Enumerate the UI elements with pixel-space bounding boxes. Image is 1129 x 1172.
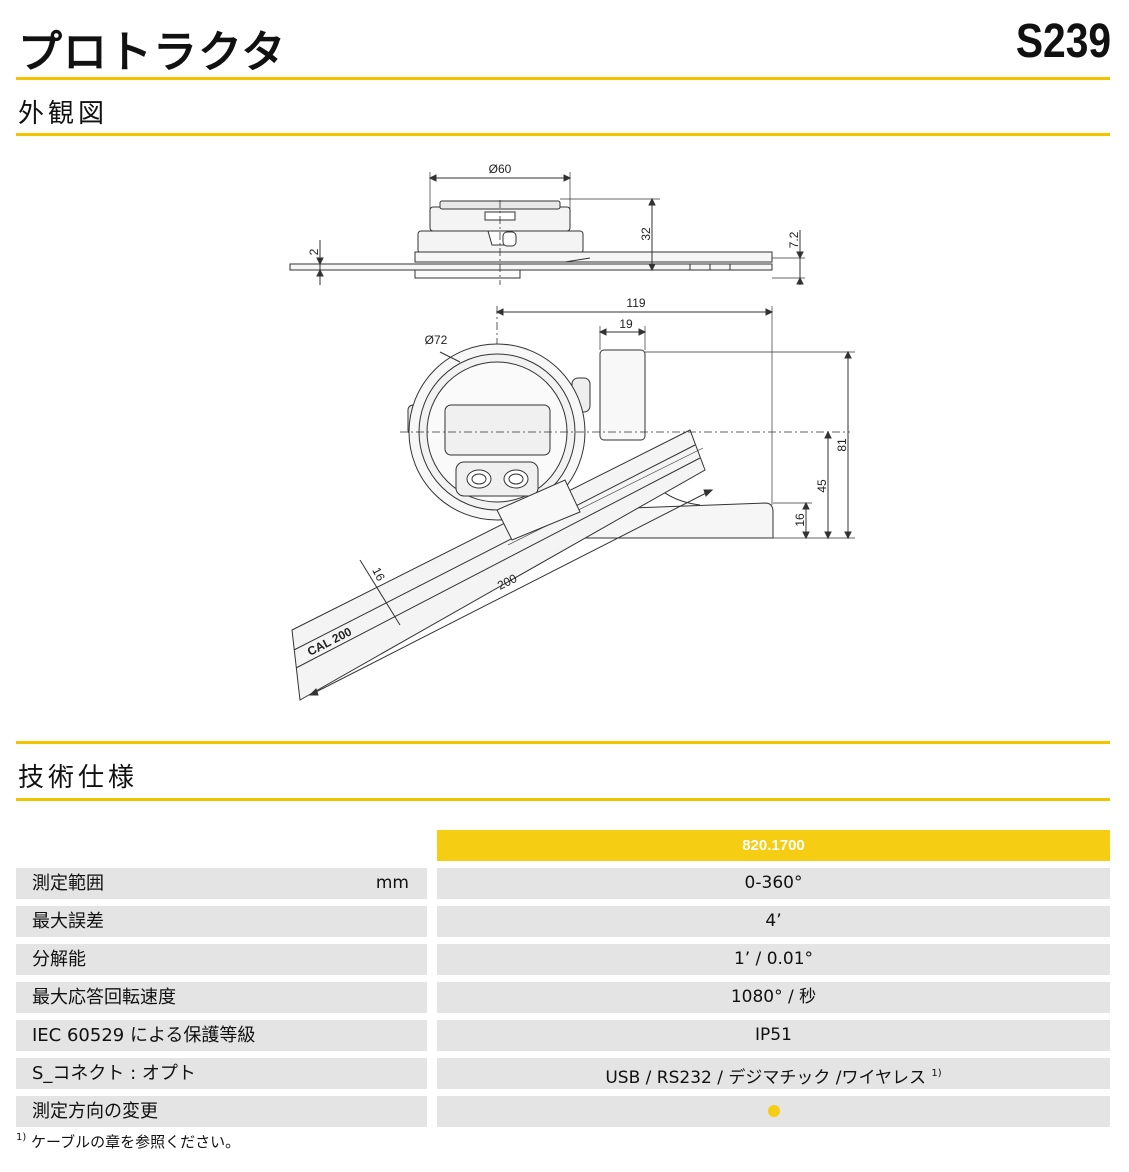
row-value: 0-360° xyxy=(437,868,1110,899)
product-code: S239 xyxy=(1015,15,1111,68)
dim-h32: 32 xyxy=(639,227,653,241)
row-label-text: 測定範囲 xyxy=(32,873,104,894)
row-label-text: IEC 60529 による保護等級 xyxy=(32,1025,256,1046)
dim-d72: Ø72 xyxy=(425,333,448,347)
row-value: 1’ / 0.01° xyxy=(437,944,1110,975)
row-label: 測定方向の変更 xyxy=(16,1096,427,1127)
row-value: IP51 xyxy=(437,1020,1110,1051)
specs-rule xyxy=(16,798,1110,801)
dim-d60: Ø60 xyxy=(489,162,512,176)
row-label: 最大誤差 xyxy=(16,906,427,937)
row-label-text: S_コネクト : オプト xyxy=(32,1063,196,1084)
footnote: 1) ケーブルの章を参照ください。 xyxy=(16,1131,240,1152)
dim-w16: 16 xyxy=(369,565,388,584)
row-label: 最大応答回転速度 xyxy=(16,982,427,1013)
dim-h2: 2 xyxy=(307,248,321,255)
product-title: プロトラクタ xyxy=(18,27,287,78)
table-row: IEC 60529 による保護等級 IP51 xyxy=(16,1020,1110,1051)
table-row: 最大誤差 4’ xyxy=(16,906,1110,937)
row-value xyxy=(437,1096,1110,1127)
dim-h16: 16 xyxy=(793,513,807,527)
dim-h81: 81 xyxy=(835,438,849,452)
technical-drawing: Ø60 32 7.2 xyxy=(0,140,1129,740)
footnote-text: ケーブルの章を参照ください。 xyxy=(31,1133,241,1151)
row-label: S_コネクト : オプト xyxy=(16,1058,427,1089)
specs-top-rule xyxy=(16,741,1110,744)
row-value: 4’ xyxy=(437,906,1110,937)
table-row: 分解能 1’ / 0.01° xyxy=(16,944,1110,975)
row-label-text: 最大応答回転速度 xyxy=(32,987,176,1008)
drawing-svg: Ø60 32 7.2 xyxy=(289,162,855,701)
row-label-text: 分解能 xyxy=(32,949,86,970)
model-number-header: 820.1700 xyxy=(437,830,1110,861)
appearance-rule xyxy=(16,133,1110,136)
front-view: 119 19 CAL 200 xyxy=(291,296,855,701)
yes-dot-icon xyxy=(767,1105,780,1117)
row-value: USB / RS232 / デジマチック /ワイヤレス 1) xyxy=(437,1058,1110,1089)
section-specs: 技術仕様 xyxy=(18,763,139,793)
footnote-mark: 1) xyxy=(16,1132,27,1143)
row-value: 1080° / 秒 xyxy=(437,982,1110,1013)
row-label: IEC 60529 による保護等級 xyxy=(16,1020,427,1051)
row-value-text: USB / RS232 / デジマチック /ワイヤレス xyxy=(605,1068,926,1088)
row-unit: mm xyxy=(375,873,409,893)
side-view: Ø60 32 7.2 xyxy=(289,162,805,285)
dim-w19: 19 xyxy=(619,317,633,331)
section-appearance: 外観図 xyxy=(18,99,109,129)
table-row: S_コネクト : オプト USB / RS232 / デジマチック /ワイヤレス… xyxy=(16,1058,1110,1089)
row-label-text: 測定方向の変更 xyxy=(32,1101,158,1122)
dim-w119: 119 xyxy=(626,296,645,310)
row-label: 測定範囲 mm xyxy=(16,868,427,899)
title-rule xyxy=(16,77,1110,80)
table-row: 測定範囲 mm 0-360° xyxy=(16,868,1110,899)
dim-h72: 7.2 xyxy=(787,231,801,248)
dim-h45: 45 xyxy=(815,479,829,493)
table-row: 最大応答回転速度 1080° / 秒 xyxy=(16,982,1110,1013)
row-label: 分解能 xyxy=(16,944,427,975)
footnote-ref: 1) xyxy=(931,1068,942,1079)
table-row: 測定方向の変更 xyxy=(16,1096,1110,1127)
row-label-text: 最大誤差 xyxy=(32,911,104,932)
